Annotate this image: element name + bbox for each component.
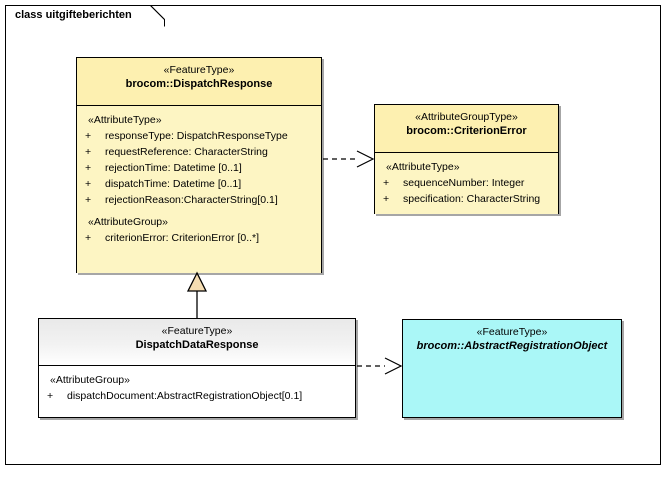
class-header-criterion-error: «AttributeGroupType» brocom::CriterionEr… bbox=[375, 105, 558, 153]
attribute-visibility: + bbox=[85, 232, 92, 244]
class-header-abstract-registration-object: «FeatureType» brocom::AbstractRegistrati… bbox=[403, 320, 621, 368]
attribute-text: rejectionReason:CharacterString[0.1] bbox=[105, 194, 278, 206]
attribute-group-label: «AttributeGroup» bbox=[50, 374, 130, 386]
class-stereotype: «AttributeGroupType» bbox=[415, 111, 518, 123]
attribute-text: sequenceNumber: Integer bbox=[403, 177, 525, 189]
attribute-group-label: «AttributeGroup» bbox=[88, 216, 168, 228]
attribute-visibility: + bbox=[85, 146, 92, 158]
attribute-row[interactable]: + criterionError: CriterionError [0..*] bbox=[77, 230, 321, 246]
class-name: brocom::DispatchResponse bbox=[125, 78, 273, 90]
attribute-visibility: + bbox=[383, 177, 390, 189]
class-box-abstract-registration-object[interactable]: «FeatureType» brocom::AbstractRegistrati… bbox=[402, 319, 622, 418]
attribute-visibility: + bbox=[85, 178, 92, 190]
attribute-text: dispatchDocument:AbstractRegistrationObj… bbox=[67, 390, 303, 402]
attribute-visibility: + bbox=[85, 162, 92, 174]
class-header-dispatch-response: «FeatureType» brocom::DispatchResponse bbox=[77, 58, 321, 106]
class-stereotype: «FeatureType» bbox=[476, 326, 548, 338]
attribute-group-label: «AttributeType» bbox=[386, 161, 460, 173]
class-name: brocom::AbstractRegistrationObject bbox=[416, 340, 608, 352]
attribute-visibility: + bbox=[85, 194, 92, 206]
class-body-abstract-registration-object bbox=[403, 368, 621, 417]
attribute-row[interactable]: + rejectionReason:CharacterString[0.1] bbox=[77, 192, 321, 208]
class-body-criterion-error: «AttributeType» + sequenceNumber: Intege… bbox=[375, 153, 558, 214]
diagram-title: class uitgifteberichten bbox=[15, 9, 132, 21]
attribute-row[interactable]: + responseType: DispatchResponseType bbox=[77, 128, 321, 144]
attribute-text: requestReference: CharacterString bbox=[105, 146, 268, 158]
attribute-row[interactable]: + specification: CharacterString bbox=[375, 191, 558, 207]
attribute-text: specification: CharacterString bbox=[403, 193, 541, 205]
attribute-row[interactable]: + sequenceNumber: Integer bbox=[375, 175, 558, 191]
attribute-text: criterionError: CriterionError [0..*] bbox=[105, 232, 260, 244]
class-name: DispatchDataResponse bbox=[135, 339, 259, 351]
class-stereotype: «FeatureType» bbox=[161, 325, 233, 337]
attribute-visibility: + bbox=[85, 130, 92, 142]
frame-tab-shape bbox=[5, 5, 165, 27]
attribute-row[interactable]: + requestReference: CharacterString bbox=[77, 144, 321, 160]
class-box-criterion-error[interactable]: «AttributeGroupType» brocom::CriterionEr… bbox=[374, 104, 559, 214]
attribute-row[interactable]: + dispatchTime: Datetime [0..1] bbox=[77, 176, 321, 192]
attribute-group-label: «AttributeType» bbox=[88, 114, 162, 126]
attribute-text: rejectionTime: Datetime [0..1] bbox=[105, 162, 242, 174]
attribute-text: responseType: DispatchResponseType bbox=[105, 130, 288, 142]
attribute-visibility: + bbox=[383, 193, 390, 205]
class-name: brocom::CriterionError bbox=[406, 125, 527, 137]
class-box-dispatch-response[interactable]: «FeatureType» brocom::DispatchResponse «… bbox=[76, 57, 322, 273]
attribute-row[interactable]: + rejectionTime: Datetime [0..1] bbox=[77, 160, 321, 176]
class-header-dispatch-data-response: «FeatureType» DispatchDataResponse bbox=[39, 319, 355, 366]
attribute-row[interactable]: + dispatchDocument:AbstractRegistrationO… bbox=[39, 388, 355, 404]
class-stereotype: «FeatureType» bbox=[163, 64, 235, 76]
attribute-text: dispatchTime: Datetime [0..1] bbox=[105, 178, 242, 190]
class-box-dispatch-data-response[interactable]: «FeatureType» DispatchDataResponse «Attr… bbox=[38, 318, 356, 418]
class-body-dispatch-data-response: «AttributeGroup» + dispatchDocument:Abst… bbox=[39, 366, 355, 417]
attribute-visibility: + bbox=[47, 390, 54, 402]
class-body-dispatch-response: «AttributeType» + responseType: Dispatch… bbox=[77, 106, 321, 273]
